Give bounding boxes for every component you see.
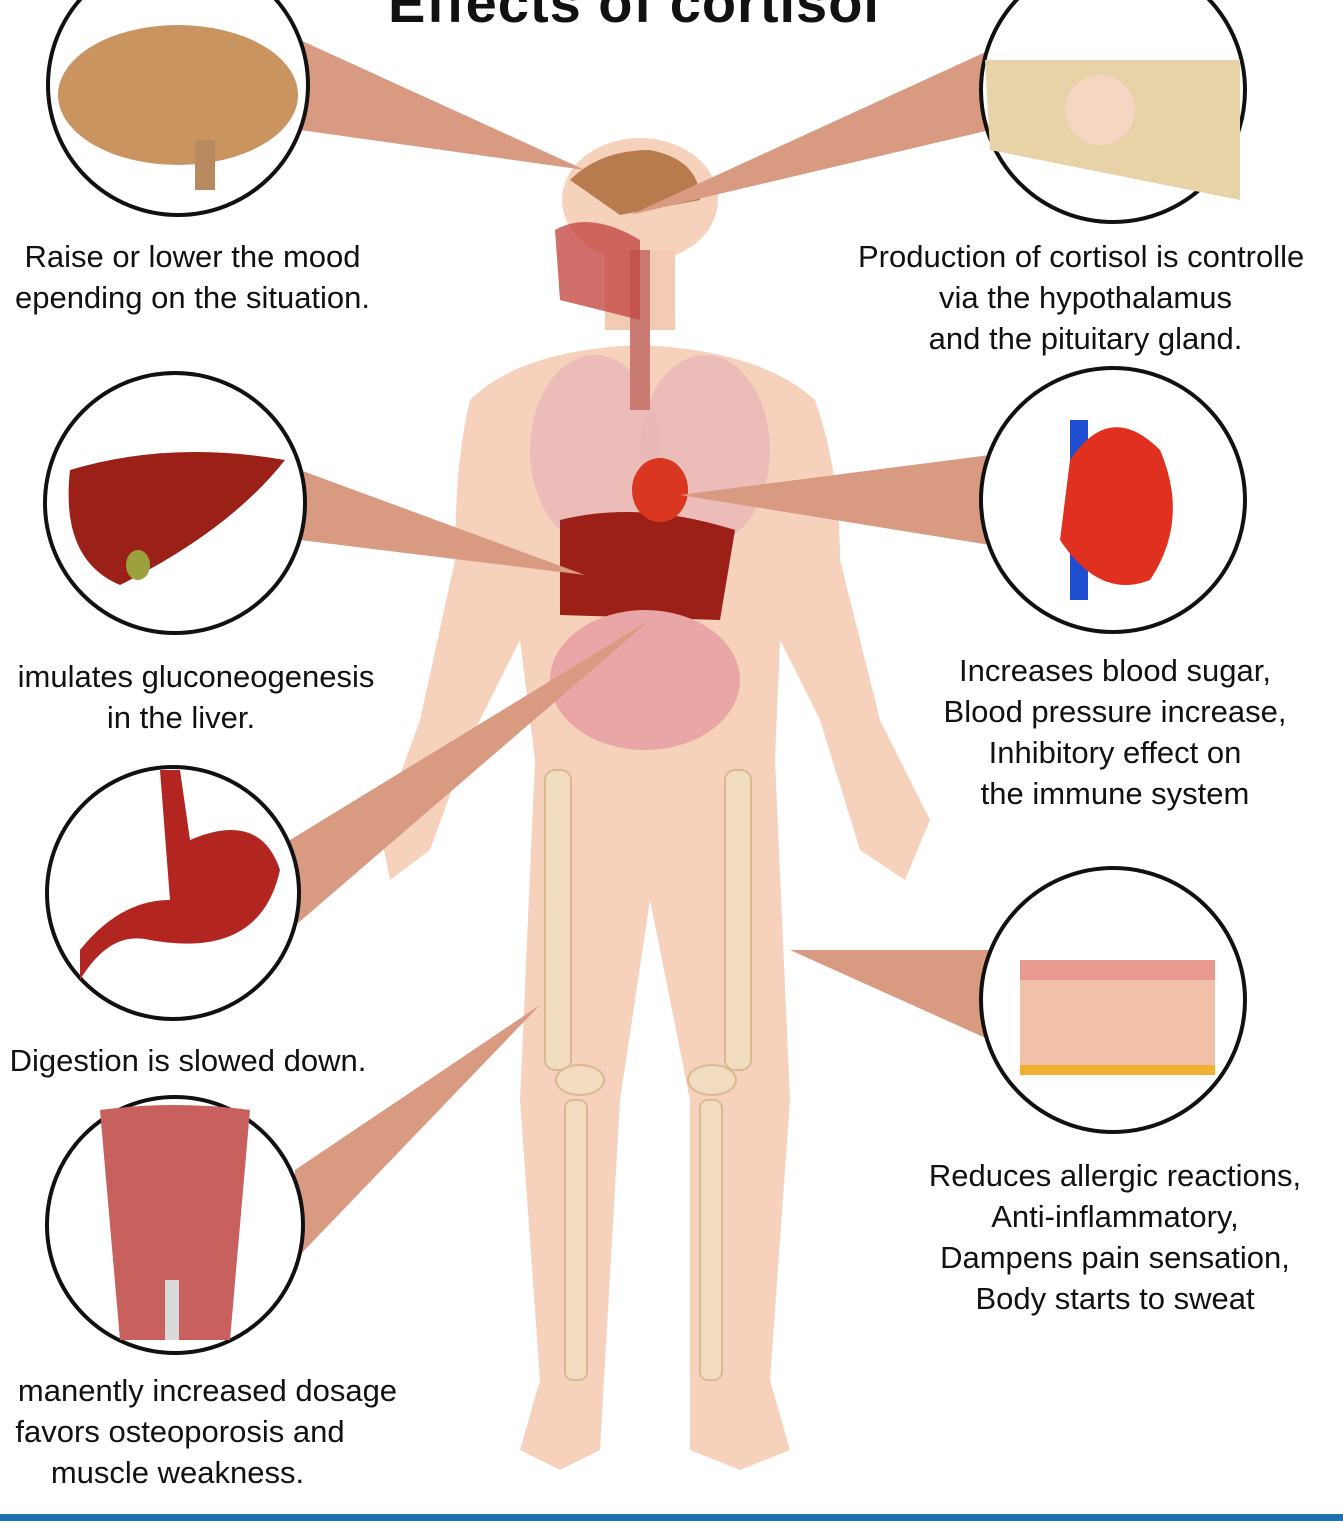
caption-line: epending on the situation. <box>14 280 371 315</box>
pituitary-icon <box>985 60 1240 200</box>
caption-line: Production of cortisol is controlle <box>858 239 1305 274</box>
caption-line: Anti-inflammatory, <box>991 1199 1239 1234</box>
liver-icon <box>68 452 285 585</box>
bottom-accent-bar <box>0 1514 1343 1521</box>
caption-heart: Increases blood sugar, Blood pressure in… <box>915 650 1315 814</box>
caption-line: via the hypothalamus <box>939 280 1232 315</box>
caption-line: Dampens pain sensation, <box>940 1240 1290 1275</box>
caption-line: imulates gluconeogenesis <box>17 659 375 694</box>
heart-icon <box>1060 420 1173 600</box>
caption-muscle: manently increased dosage favors osteopo… <box>0 1370 415 1493</box>
caption-liver: imulates gluconeogenesis in the liver. <box>0 656 392 738</box>
caption-pituitary: Production of cortisol is controlle via … <box>858 236 1343 359</box>
callout-pointers <box>290 40 990 1260</box>
page-title: Effects of cortisol <box>388 0 880 34</box>
caption-line: Digestion is slowed down. <box>9 1043 367 1078</box>
caption-brain: Raise or lower the mood epending on the … <box>0 236 385 318</box>
muscle-icon <box>100 1105 250 1340</box>
caption-line: muscle weakness. <box>50 1455 305 1490</box>
stomach-icon <box>80 770 280 980</box>
human-body <box>380 138 930 1470</box>
caption-line: favors osteoporosis and <box>15 1414 345 1449</box>
caption-line: Reduces allergic reactions, <box>928 1158 1302 1193</box>
caption-line: manently increased dosage <box>17 1373 398 1408</box>
caption-line: Raise or lower the mood <box>24 239 361 274</box>
caption-line: and the pituitary gland. <box>928 321 1243 356</box>
caption-line: the immune system <box>980 776 1250 811</box>
brain-icon <box>58 25 298 190</box>
skin-icon <box>1020 960 1215 1075</box>
caption-line: Inhibitory effect on <box>988 735 1242 770</box>
caption-line: Body starts to sweat <box>975 1281 1255 1316</box>
caption-line: Increases blood sugar, <box>959 653 1271 688</box>
caption-line: Blood pressure increase, <box>943 694 1287 729</box>
caption-stomach: Digestion is slowed down. <box>0 1040 376 1081</box>
caption-line: in the liver. <box>106 700 256 735</box>
caption-skin: Reduces allergic reactions, Anti-inflamm… <box>905 1155 1325 1319</box>
